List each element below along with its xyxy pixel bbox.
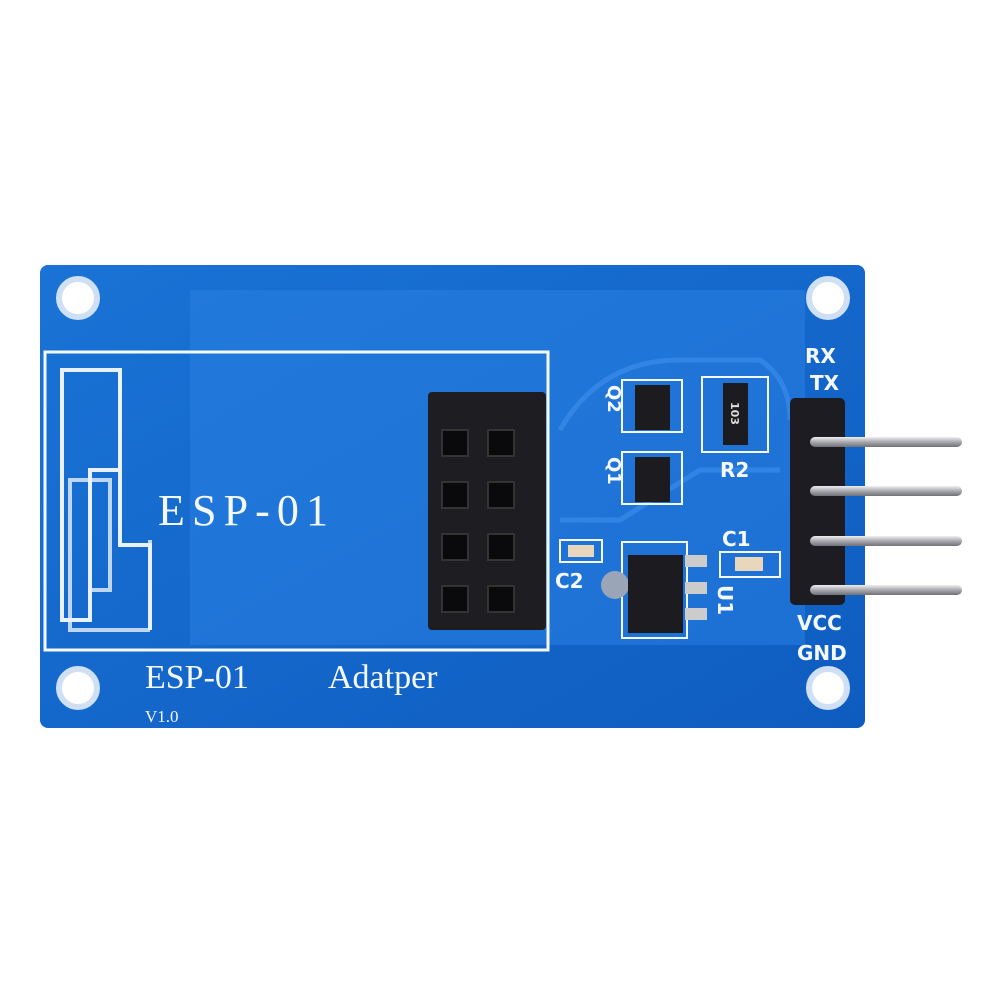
pin-label-vcc: VCC: [797, 611, 842, 635]
esp01-female-socket: [428, 392, 546, 630]
pcb-antenna-trace: [60, 368, 152, 630]
pin-label-tx: TX: [810, 371, 840, 395]
capacitor-c1: [719, 551, 781, 578]
label-q2: Q2: [603, 385, 624, 413]
voltage-regulator-u1: [601, 541, 707, 639]
pin-label-rx: RX: [805, 344, 836, 368]
r2-marking: 103: [728, 402, 741, 425]
transistor-q2: [621, 379, 683, 433]
pin-gnd[interactable]: [810, 585, 962, 595]
board-subtitle-left: ESP-01: [145, 659, 249, 696]
mounting-holes: [56, 276, 850, 710]
board-subtitle-right: Adatper: [328, 659, 438, 696]
antenna-outline: [43, 350, 550, 652]
label-c1: C1: [722, 527, 751, 551]
transistor-q1: [621, 451, 683, 505]
pin-header: [790, 398, 962, 605]
board-version: V1.0: [145, 707, 179, 726]
pin-tx[interactable]: [810, 486, 962, 496]
pin-vcc[interactable]: [810, 536, 962, 546]
pin-rx[interactable]: [810, 437, 962, 447]
capacitor-c2: [559, 539, 603, 563]
label-r2: R2: [720, 458, 749, 482]
label-c2: C2: [555, 569, 584, 593]
resistor-array-r2: [701, 376, 769, 453]
pin-label-gnd: GND: [797, 641, 847, 665]
label-q1: Q1: [603, 457, 624, 485]
label-u1: U1: [713, 585, 737, 615]
